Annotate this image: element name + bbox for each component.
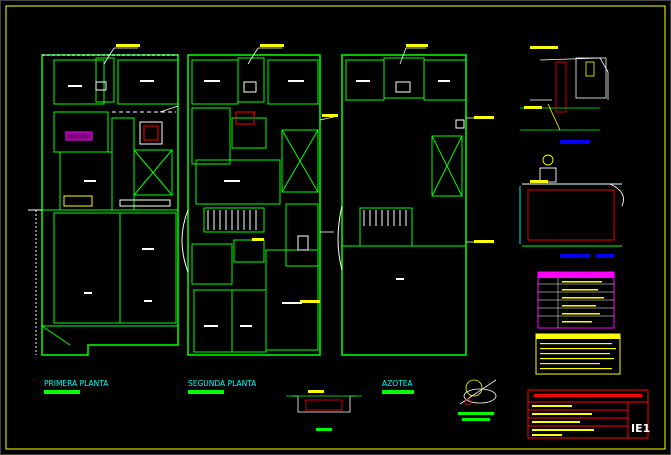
first-floor-label: PRIMERA PLANTA — [44, 379, 109, 388]
second-floor-plan — [181, 54, 321, 356]
roof-label-bar — [382, 390, 414, 394]
first-floor-plan — [28, 54, 179, 356]
roof-plan — [337, 54, 467, 356]
trench-detail — [286, 390, 362, 431]
second-floor-label-bar — [188, 390, 224, 394]
callout-tags — [116, 44, 494, 303]
detail-title-bars — [524, 46, 614, 258]
pipe-fitting-detail — [458, 379, 497, 421]
water-heater-detail — [520, 57, 609, 131]
general-notes — [535, 333, 621, 375]
title-block — [527, 389, 649, 439]
drawing-frame — [5, 5, 666, 450]
tank-detail — [519, 154, 624, 247]
legend-table — [537, 271, 615, 329]
first-floor-label-bar — [44, 390, 80, 394]
sheet-code: IE1 — [631, 422, 650, 435]
roof-label: AZOTEA — [382, 379, 413, 388]
room-labels — [68, 80, 450, 327]
second-floor-label: SEGUNDA PLANTA — [188, 379, 257, 388]
